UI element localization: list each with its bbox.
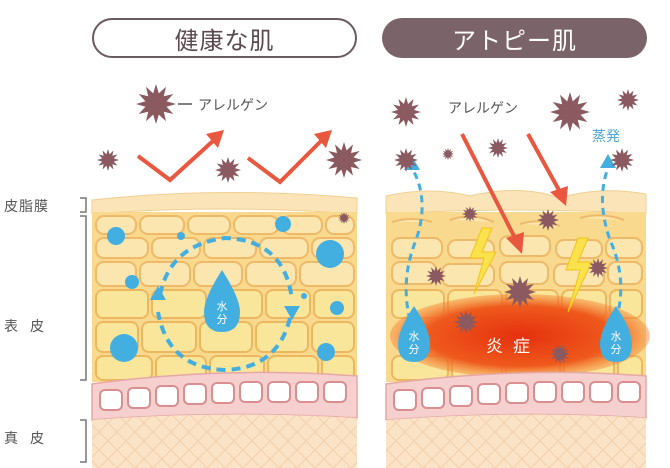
penetration-arrowhead-1 — [506, 232, 524, 254]
sebum-layer-right — [385, 190, 647, 215]
allergen-particle — [462, 206, 478, 222]
evaporation-arrowhead-right — [600, 154, 616, 168]
allergen-particle — [426, 266, 446, 286]
penetration-arrowhead-2 — [550, 186, 568, 206]
healthy-skin-title: 健康な肌 — [92, 18, 357, 58]
lightning-icon-right — [565, 237, 593, 313]
sebum-layer-left — [91, 191, 358, 215]
water-drop-icon — [204, 270, 240, 332]
allergen-particle — [504, 276, 536, 308]
allergen-particle — [617, 89, 639, 111]
water-drop-icon-left — [398, 306, 430, 362]
dermis-right — [386, 414, 646, 468]
allergen-particle — [215, 157, 241, 183]
dermis-left — [92, 414, 357, 468]
evaporation-label: 蒸発 — [592, 129, 620, 145]
allergen-particle — [442, 148, 454, 160]
allergen-particle — [454, 310, 478, 334]
inflammation-label: 炎症 — [486, 337, 540, 357]
layer-brackets — [80, 197, 87, 463]
allergen-particle — [610, 148, 634, 172]
sebum-membrane-label: 皮脂膜 — [4, 199, 49, 215]
lightning-icon-left — [469, 227, 497, 295]
water-particles-left — [107, 216, 344, 362]
allergen-repel-arrows — [136, 138, 324, 185]
allergen-particle — [136, 84, 176, 124]
healthy-skin-panel — [91, 191, 358, 468]
allergen-label-left: アレルゲン — [198, 98, 268, 114]
water-label-center: 水分 — [216, 300, 228, 326]
dermis-label: 真皮 — [4, 431, 56, 447]
repel-arrowhead-1 — [206, 130, 224, 148]
epidermis-label: 表皮 — [4, 319, 56, 335]
allergen-particles — [97, 84, 639, 364]
atopic-skin-title: アトピー肌 — [382, 18, 647, 58]
repel-arrowhead-2 — [314, 130, 332, 148]
circulation-arrowhead-top — [284, 306, 300, 320]
allergen-particle — [550, 344, 570, 364]
allergen-penetration-arrows — [460, 133, 562, 241]
epidermis-cells-left — [95, 215, 355, 287]
allergen-label-right: アレルゲン — [448, 101, 518, 117]
basal-cells-left — [99, 381, 347, 411]
basal-cells-right — [393, 381, 641, 411]
water-label-right: 水分 — [610, 330, 622, 356]
epidermis-cells-right — [391, 214, 643, 287]
allergen-particle — [550, 92, 590, 132]
allergen-particle — [326, 142, 362, 178]
allergen-particle — [488, 138, 508, 158]
circulation-arrowhead-bottom — [150, 286, 166, 300]
allergen-particle — [537, 209, 559, 231]
moisture-circulation-arrow — [156, 235, 294, 373]
water-drop-icon-right — [600, 306, 632, 362]
allergen-particle — [338, 212, 350, 224]
allergen-particle — [588, 258, 608, 278]
evaporation-arrows — [404, 167, 623, 321]
allergen-particle — [394, 148, 418, 172]
allergen-particle — [391, 97, 421, 127]
water-label-left: 水分 — [408, 330, 420, 356]
inflammation-area — [390, 294, 650, 378]
allergen-particle — [97, 149, 119, 171]
